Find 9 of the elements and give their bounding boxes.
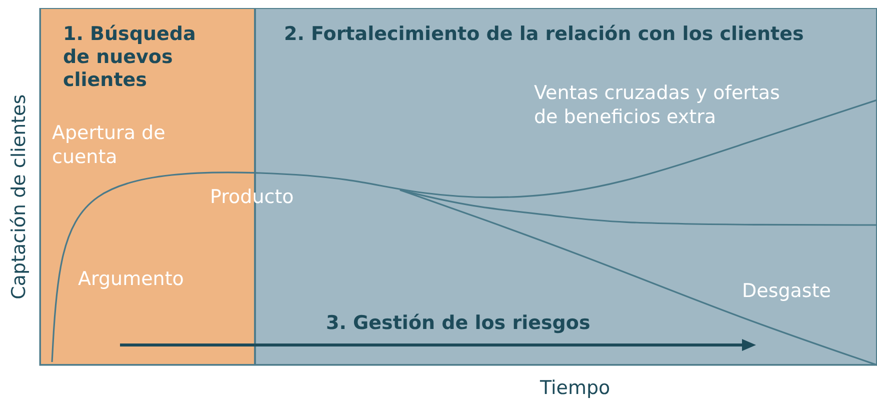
stage-label: Argumento <box>78 268 184 292</box>
axis-label: Captación de clientes <box>8 93 32 302</box>
stage-label: Ventas cruzadas y ofertas de beneficios extra <box>534 82 781 130</box>
axis-label: Tiempo <box>540 377 610 401</box>
stage-label: Desgaste <box>742 280 831 304</box>
phase-heading: 2. Fortalecimiento de la relación con los clientes <box>284 23 804 46</box>
phase-heading: 1. Búsqueda de nuevos clientes <box>63 23 197 92</box>
phase-heading: 3. Gestión de los riesgos <box>326 312 590 335</box>
stage-label: Apertura de cuenta <box>52 122 166 170</box>
